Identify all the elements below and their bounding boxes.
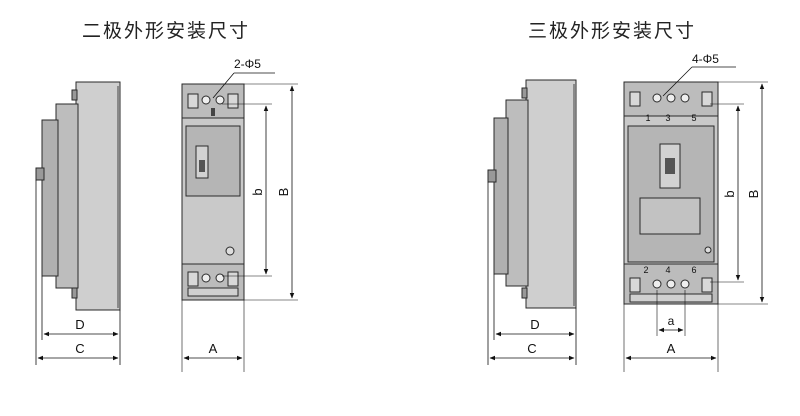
two-pole-front-view (181, 83, 245, 301)
hole-label-left: 2-Φ5 (234, 57, 261, 71)
terminal-3: 3 (665, 113, 670, 123)
dim-label-C-left: C (75, 341, 84, 356)
two-pole-front-dimensions: 2-Φ5 b B A (181, 57, 298, 372)
two-pole-side-view (35, 81, 121, 311)
terminal-6: 6 (691, 265, 696, 275)
three-pole-title: 三极外形安装尺寸 (528, 20, 697, 42)
mount-hole-icon (215, 95, 225, 105)
dim-label-A-left: A (209, 341, 218, 356)
three-pole-side-view (487, 79, 577, 309)
dim-label-D-left: D (75, 317, 84, 332)
mount-hole-icon (201, 95, 211, 105)
two-pole-title: 二极外形安装尺寸 (82, 20, 251, 42)
dim-label-b-left: b (250, 188, 265, 195)
dim-label-B-left: B (276, 188, 291, 197)
dim-label-D-right: D (530, 317, 539, 332)
nameplate-window (639, 197, 701, 235)
terminal-4: 4 (665, 265, 670, 275)
test-button-icon (225, 246, 235, 256)
dim-label-A-right: A (667, 341, 676, 356)
dim-label-C-right: C (527, 341, 536, 356)
test-button-icon (704, 246, 712, 254)
terminal-5: 5 (691, 113, 696, 123)
two-pole-side-dimensions: D C (35, 180, 121, 365)
dim-label-B-right: B (746, 190, 761, 199)
hole-label-right: 4-Φ5 (692, 52, 719, 66)
terminal-1: 1 (645, 113, 650, 123)
dim-label-b-right: b (722, 190, 737, 197)
mount-hole-icon (652, 93, 662, 103)
terminal-2: 2 (643, 265, 648, 275)
three-pole-front-view: 1 3 5 2 4 6 (623, 81, 719, 305)
three-pole-side-dimensions: D C (487, 182, 577, 365)
dim-label-a-right: a (668, 314, 675, 328)
three-pole-front-dimensions: 4-Φ5 b B a A (623, 52, 768, 372)
